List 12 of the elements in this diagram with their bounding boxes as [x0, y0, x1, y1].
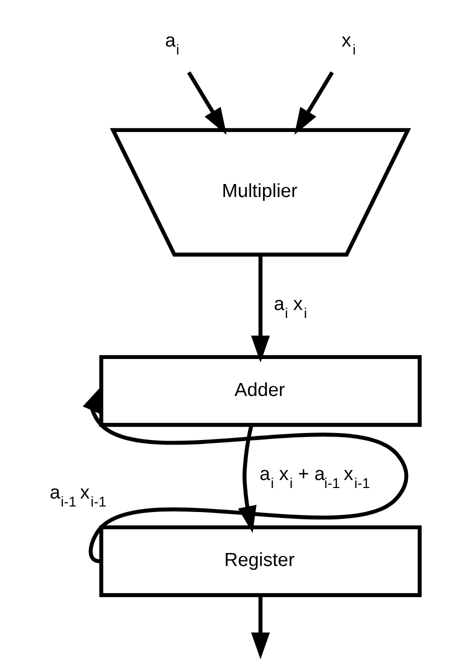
node-box: Adder	[98, 355, 422, 427]
edge-label: a$_{i-1}$ x$_{i-1}$	[49, 482, 106, 511]
arrow	[294, 71, 334, 135]
edge-label: a$_{i}$ x$_{i}$ + a$_{i-1}$ x$_{i-1}$	[259, 464, 370, 492]
node-box: Register	[98, 525, 422, 598]
arrow	[82, 386, 408, 564]
arrow	[250, 596, 270, 660]
arrow	[186, 71, 226, 135]
edge-label: a$_{i}$ x$_{i}$	[273, 294, 306, 322]
node-text: a$_{i}$	[164, 30, 179, 59]
arrow	[250, 254, 270, 362]
node-text: x$_{i}$	[341, 30, 356, 59]
